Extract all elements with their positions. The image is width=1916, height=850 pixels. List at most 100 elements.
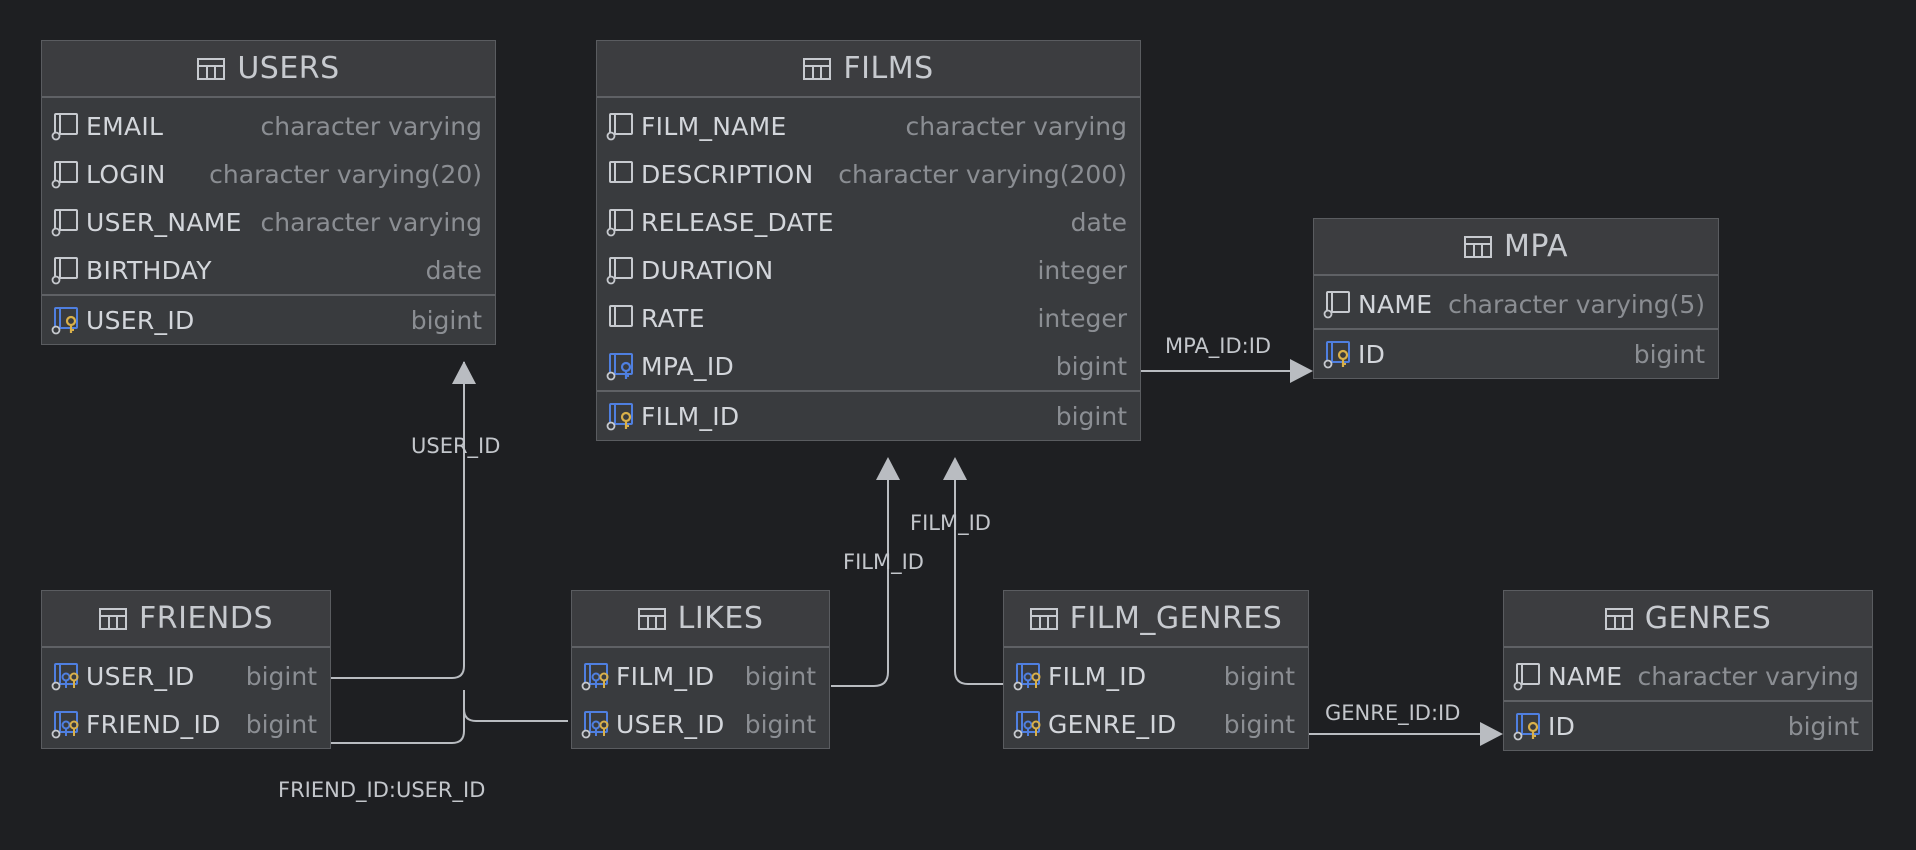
table-header[interactable]: USERS (42, 41, 495, 98)
column-name: FILM_ID (641, 401, 740, 431)
column-row[interactable]: EMAIL character varying (42, 102, 495, 150)
table-title: FILM_GENRES (1069, 601, 1283, 636)
column-name: USER_ID (86, 661, 195, 691)
table-title: GENRES (1644, 601, 1772, 636)
table-users[interactable]: USERS EMAIL character varying LOGIN char… (41, 40, 496, 345)
table-icon (803, 57, 832, 80)
primary-foreign-key-icon (581, 663, 609, 691)
column-type: integer (1037, 303, 1127, 333)
nullable-column-icon (1323, 291, 1350, 319)
column-name: ID (1548, 711, 1576, 741)
column-row[interactable]: GENRE_ID bigint (1004, 700, 1308, 748)
primary-key-row[interactable]: FILM_ID bigint (597, 390, 1140, 440)
column-type: bigint (1055, 351, 1127, 381)
nullable-column-icon (606, 113, 633, 141)
table-film-genres[interactable]: FILM_GENRES FILM_ID bigint GENRE_ID bigi… (1003, 590, 1309, 749)
column-type: bigint (1633, 339, 1705, 369)
edge-label-mpa-id: MPA_ID:ID (1165, 334, 1272, 358)
column-row[interactable]: USER_ID bigint (42, 652, 330, 700)
primary-foreign-key-icon (1013, 663, 1041, 691)
column-type: bigint (1223, 661, 1295, 691)
column-name: LOGIN (86, 159, 166, 189)
column-name: FRIEND_ID (86, 709, 221, 739)
column-name: DURATION (641, 255, 774, 285)
primary-foreign-key-icon (51, 663, 79, 691)
edge-likes-user-id (463, 690, 568, 722)
table-icon (637, 607, 666, 630)
column-type: character varying (905, 111, 1127, 141)
table-header[interactable]: MPA (1314, 219, 1718, 276)
column-icon (609, 305, 633, 327)
column-type: character varying(20) (209, 159, 482, 189)
table-header[interactable]: FILMS (597, 41, 1140, 98)
table-icon (197, 57, 226, 80)
table-likes[interactable]: LIKES FILM_ID bigint USER_ID bigint (571, 590, 830, 749)
primary-foreign-key-icon (581, 711, 609, 739)
edge-likes-film-id (831, 480, 889, 687)
column-row[interactable]: USER_NAME character varying (42, 198, 495, 246)
column-type: bigint (245, 661, 317, 691)
column-type: character varying(5) (1448, 289, 1705, 319)
column-row[interactable]: LOGIN character varying(20) (42, 150, 495, 198)
column-type: character varying (1637, 661, 1859, 691)
column-type: integer (1037, 255, 1127, 285)
column-name: ID (1358, 339, 1386, 369)
primary-key-icon (1513, 713, 1540, 741)
column-name: FILM_NAME (641, 111, 787, 141)
edge-label-user-id: USER_ID (411, 434, 501, 458)
column-type: date (1070, 207, 1127, 237)
column-row[interactable]: NAME character varying (1504, 652, 1872, 700)
column-row[interactable]: RELEASE_DATE date (597, 198, 1140, 246)
column-name: USER_ID (616, 709, 725, 739)
table-genres[interactable]: GENRES NAME character varying ID bigint (1503, 590, 1873, 751)
column-type: bigint (1223, 709, 1295, 739)
primary-key-row[interactable]: ID bigint (1314, 328, 1718, 378)
column-row[interactable]: DESCRIPTION character varying(200) (597, 150, 1140, 198)
column-name: FILM_ID (616, 661, 715, 691)
table-icon (1029, 607, 1058, 630)
column-row[interactable]: RATE integer (597, 294, 1140, 342)
column-name: RELEASE_DATE (641, 207, 834, 237)
column-type: bigint (245, 709, 317, 739)
table-mpa[interactable]: MPA NAME character varying(5) ID bigint (1313, 218, 1719, 379)
edge-label-genre-id: GENRE_ID:ID (1325, 701, 1461, 725)
column-row[interactable]: FILM_ID bigint (1004, 652, 1308, 700)
column-type: bigint (1787, 711, 1859, 741)
primary-foreign-key-icon (51, 711, 79, 739)
column-type: bigint (410, 305, 482, 335)
column-name: GENRE_ID (1048, 709, 1177, 739)
column-row[interactable]: BIRTHDAY date (42, 246, 495, 294)
column-type: character varying (260, 207, 482, 237)
column-name: USER_ID (86, 305, 195, 335)
primary-key-icon (51, 307, 78, 335)
column-row[interactable]: FILM_ID bigint (572, 652, 829, 700)
column-row[interactable]: USER_ID bigint (572, 700, 829, 748)
column-row[interactable]: DURATION integer (597, 246, 1140, 294)
table-header[interactable]: GENRES (1504, 591, 1872, 648)
edge-label-friend-id-user-id: FRIEND_ID:USER_ID (278, 778, 486, 802)
table-icon (1463, 235, 1492, 258)
edge-film-genres-film-id (954, 480, 1003, 685)
table-header[interactable]: LIKES (572, 591, 829, 648)
column-row[interactable]: MPA_ID bigint (597, 342, 1140, 390)
arrowhead-users (452, 361, 476, 384)
column-name: FILM_ID (1048, 661, 1147, 691)
column-name: DESCRIPTION (641, 159, 814, 189)
table-films[interactable]: FILMS FILM_NAME character varying DESCRI… (596, 40, 1141, 441)
column-row[interactable]: FRIEND_ID bigint (42, 700, 330, 748)
table-title: USERS (237, 51, 340, 86)
column-name: RATE (641, 303, 705, 333)
column-type: character varying (260, 111, 482, 141)
column-row[interactable]: NAME character varying(5) (1314, 280, 1718, 328)
primary-key-row[interactable]: ID bigint (1504, 700, 1872, 750)
table-friends[interactable]: FRIENDS USER_ID bigint FRIEND_ID bigint (41, 590, 331, 749)
table-header[interactable]: FRIENDS (42, 591, 330, 648)
table-header[interactable]: FILM_GENRES (1004, 591, 1308, 648)
column-row[interactable]: FILM_NAME character varying (597, 102, 1140, 150)
nullable-column-icon (51, 113, 78, 141)
table-title: FRIENDS (139, 601, 273, 636)
nullable-column-icon (606, 209, 633, 237)
edge-friends-friend-id (331, 690, 465, 744)
primary-key-row[interactable]: USER_ID bigint (42, 294, 495, 344)
